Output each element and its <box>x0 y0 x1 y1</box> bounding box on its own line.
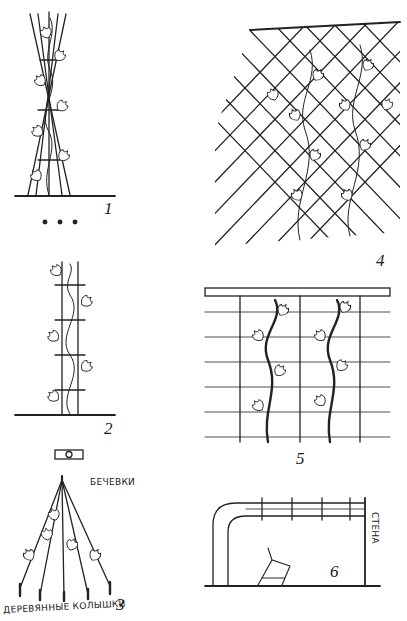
strings-label: БЕЧЕВКИ <box>90 478 135 487</box>
callout-number: 2 <box>104 420 113 437</box>
callout-number: 4 <box>376 252 385 269</box>
callout-number: 6 <box>330 563 339 580</box>
stakes-label: ДЕРЕВЯННЫЕ КОЛЫШКИ <box>3 600 126 615</box>
callout-number: 1 <box>104 200 113 217</box>
callout-number: 5 <box>296 450 305 467</box>
wall-label: СТЕНА <box>370 512 379 544</box>
